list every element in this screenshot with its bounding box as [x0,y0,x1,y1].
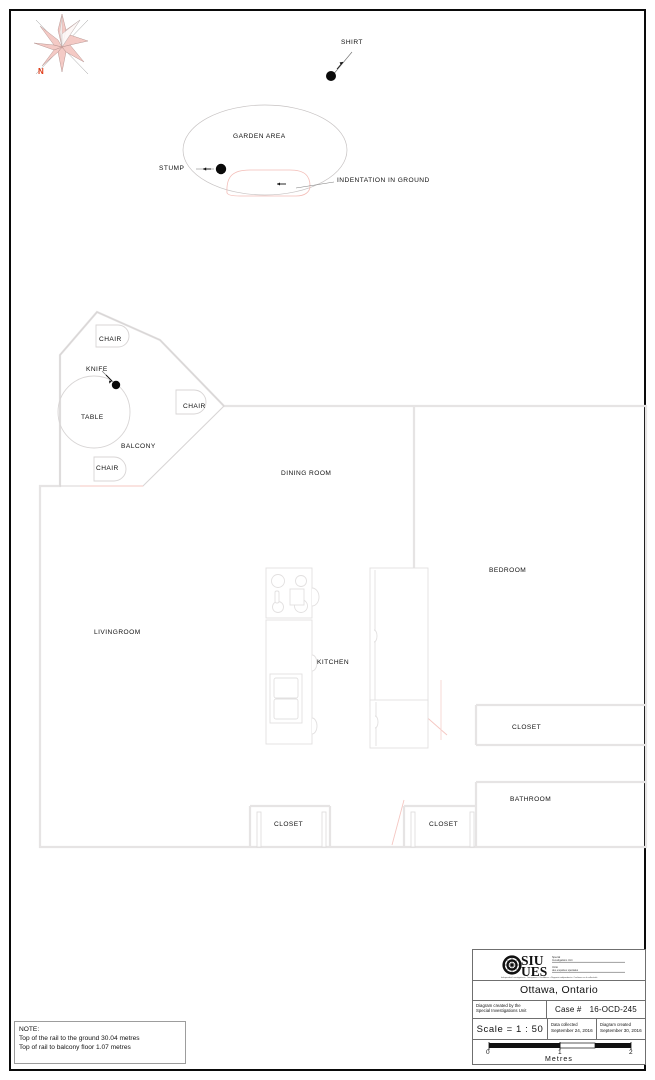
svg-text:Unité: Unité [552,966,558,969]
label-balcony: BALCONY [121,443,156,450]
diagram-created-cell: Diagram created September 30, 2016 [597,1019,645,1039]
created-by-line-1: Diagram created by the [476,1002,521,1008]
stove-burner-2 [295,575,307,587]
data-collected-cell: Data collected September 24, 2016 [548,1019,597,1039]
siu-logo: SIU UES Special Investigations Unit Unit… [473,950,645,981]
counter-handle-2 [311,717,318,735]
garden-area-ellipse [182,104,348,196]
lower-cabinet [369,699,429,749]
label-stump: STUMP [159,165,185,172]
note-line-2: Top of rail to balcony floor 1.07 metres [19,1044,131,1052]
closet-door-jambs [256,811,475,848]
sink-basin-top [273,677,299,699]
fridge-unit [369,567,429,707]
note-box: NOTE: Top of the rail to the ground 30.0… [14,1021,186,1064]
cabinet-handle [374,715,379,729]
label-kitchen: KITCHEN [317,659,350,666]
label-chair-3: CHAIR [96,465,119,472]
svg-text:des enquêtes spéciales: des enquêtes spéciales [552,969,579,972]
data-collected-value: September 24, 2016 [551,1027,593,1033]
title-block-row-scale: Scale = 1 : 50 Data collected September … [473,1019,645,1040]
label-bedroom: BEDROOM [489,567,527,574]
label-dining-room: DINING ROOM [281,470,332,477]
case-number-label: Case # [555,1005,582,1015]
balcony-chair-shapes [93,324,207,482]
label-chair-1: CHAIR [99,336,122,343]
title-block-row-case: Diagram created by the Special Investiga… [473,1000,645,1020]
stump-evidence-marker [196,163,227,175]
note-line-1: Top of the rail to the ground 30.04 metr… [19,1035,140,1043]
label-closet-left: CLOSET [274,821,304,828]
apartment-outline [38,310,648,849]
scale-tick-1: 1 [558,1049,562,1056]
compass-rose-icon [33,13,89,75]
scale-tick-0: 0 [486,1049,490,1056]
title-block: SIU UES Special Investigations Unit Unit… [472,949,646,1065]
label-bathroom: BATHROOM [510,796,552,803]
label-garden-area: GARDEN AREA [233,133,286,140]
label-livingroom: LIVINGROOM [94,629,141,636]
label-closet-right: CLOSET [429,821,459,828]
label-knife: KNIFE [86,366,108,373]
label-chair-2: CHAIR [183,403,206,410]
sink-basin-bottom [273,698,299,720]
chair-shape-3 [93,456,127,482]
balcony-table [57,375,131,449]
data-collected-label: Data collected [551,1022,578,1028]
diagram-created-label: Diagram created [600,1022,631,1028]
case-cell: Case # 16-OCD-245 [547,1001,645,1019]
label-north: N [38,67,44,76]
label-table: TABLE [81,414,104,421]
shirt-evidence-marker [326,51,353,81]
diagram-created-value: September 30, 2016 [600,1027,642,1033]
note-heading: NOTE: [19,1026,40,1033]
svg-text:Investigations Unit: Investigations Unit [552,959,573,962]
siu-emblem-icon [502,955,522,975]
floor-plan [38,310,648,849]
stove-handle [311,587,320,607]
created-by-cell: Diagram created by the Special Investiga… [473,1000,547,1019]
label-shirt: SHIRT [341,39,363,46]
svg-text:UES: UES [521,964,547,979]
knife-evidence-marker [101,370,121,390]
counter-handle [311,654,318,672]
label-indentation: INDENTATION IN GROUND [337,177,430,184]
scale-bar-units: Metres [545,1056,573,1063]
svg-text:SIU: SIU [521,953,544,968]
kitchen-fixtures [265,567,429,749]
scale-value: Scale = 1 : 50 [473,1019,548,1039]
scale-tick-2: 2 [629,1049,633,1056]
chair-shape-1 [95,324,130,348]
created-by-line-2: Special Investigations Unit [476,1008,527,1014]
scale-bar: 0 1 2 Metres [473,1040,645,1064]
oven-window [289,588,305,606]
svg-text:Special: Special [552,956,561,959]
stove-burner-1 [271,574,285,588]
fridge-handle-top [373,629,378,643]
stove-control-strip [274,590,280,604]
label-closet-bedroom: CLOSET [512,724,542,731]
svg-text:Independent Investigations •: Independent Investigations • Transparent… [501,976,598,979]
indentation-shape [226,169,311,197]
chair-shape-2 [175,389,207,415]
indentation-leader [277,181,335,189]
case-number-value: 16-OCD-245 [589,1005,637,1015]
city-name: Ottawa, Ontario [473,981,645,1001]
